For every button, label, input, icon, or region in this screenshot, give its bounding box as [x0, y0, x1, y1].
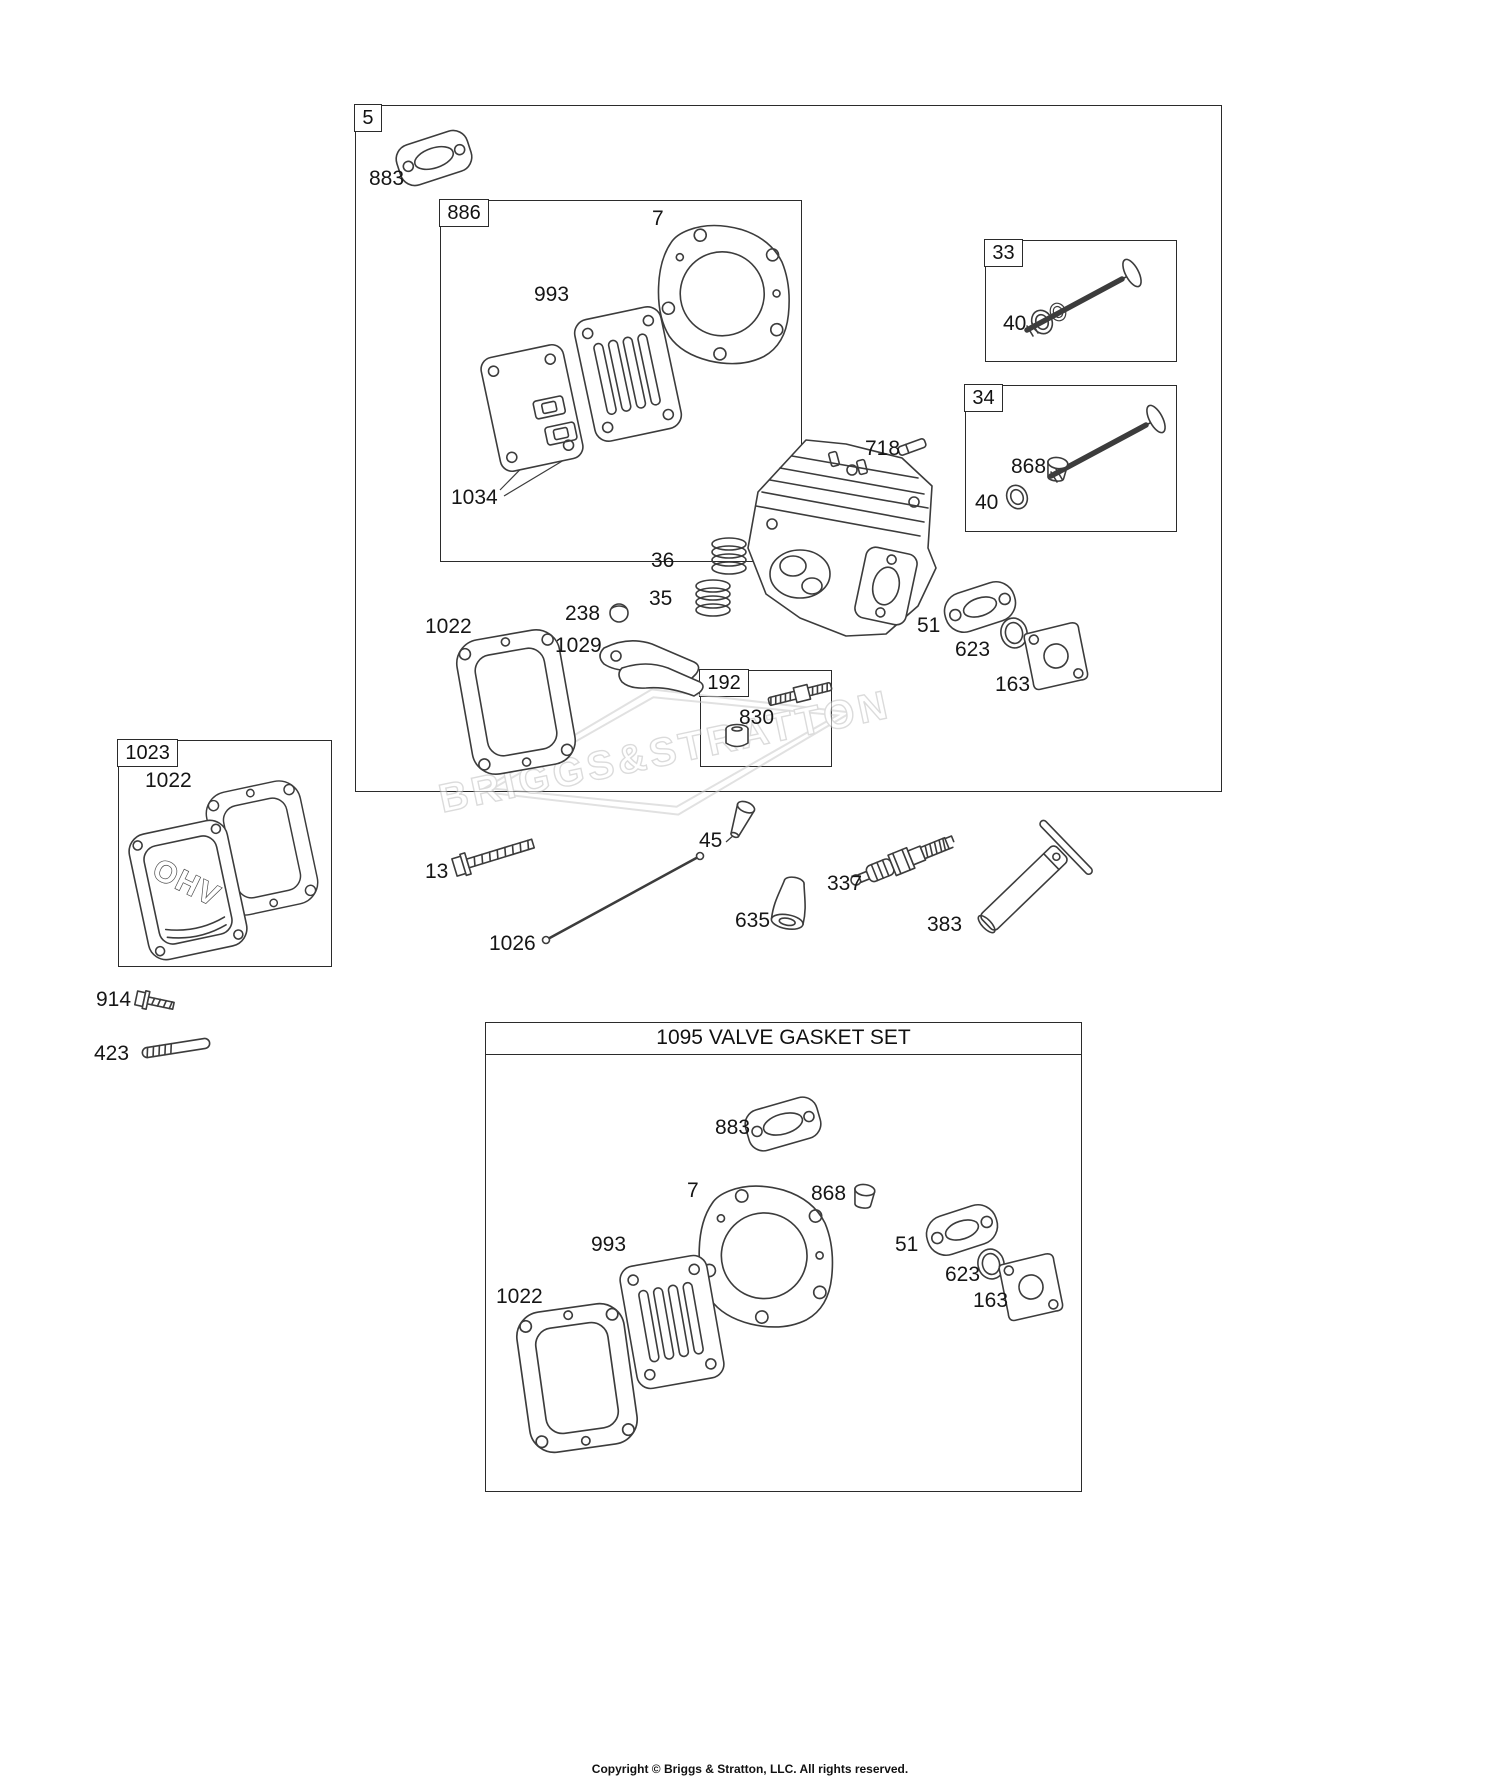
label-1022-cover: 1022 — [145, 769, 192, 792]
label-868-set: 868 — [811, 1182, 847, 1205]
label-36: 36 — [651, 549, 675, 572]
rocker-screw-830 — [767, 682, 833, 707]
label-423: 423 — [94, 1042, 130, 1065]
label-163-main: 163 — [995, 673, 1031, 696]
label-1022-set: 1022 — [496, 1285, 543, 1308]
spark-plug-337 — [850, 835, 955, 886]
label-383: 383 — [927, 913, 963, 936]
bolt-13 — [451, 838, 536, 877]
label-993-main: 993 — [534, 283, 570, 306]
rocker-arms-1029 — [599, 640, 704, 697]
label-40-intake: 40 — [1003, 312, 1027, 335]
label-163-set: 163 — [973, 1289, 1009, 1312]
group-box-34: 34 — [964, 384, 1177, 532]
label-40-exhaust: 40 — [975, 491, 999, 514]
label-868-exhaust: 868 — [1011, 455, 1047, 478]
label-914: 914 — [96, 988, 132, 1011]
exhaust-gasket-883 — [391, 125, 477, 191]
valve-spring-36 — [711, 537, 747, 575]
label-1022-main: 1022 — [425, 615, 472, 638]
set-valve-seal-868 — [851, 1182, 877, 1211]
valve-cover-1023: OHV — [128, 819, 248, 961]
label-51-set: 51 — [895, 1233, 919, 1256]
label-635: 635 — [735, 909, 771, 932]
label-830: 830 — [739, 706, 775, 729]
label-337: 337 — [827, 872, 863, 895]
group-box-5: 5 — [354, 104, 1222, 792]
group-box-886-label: 886 — [439, 199, 489, 228]
group-box-1095: 1095 VALVE GASKET SET — [485, 1022, 1082, 1492]
label-623-set: 623 — [945, 1263, 981, 1286]
rocker-nut-192 — [725, 723, 749, 748]
head-gasket-7 — [650, 219, 798, 371]
carb-gasket-163 — [1022, 620, 1090, 692]
push-rod-1026 — [541, 851, 705, 945]
dowel-pin-718 — [897, 438, 927, 456]
label-13: 13 — [425, 860, 449, 883]
label-51-main: 51 — [917, 614, 941, 637]
label-1034: 1034 — [451, 486, 498, 509]
exhaust-valve-34 — [1051, 403, 1169, 482]
spark-plug-wrench-383 — [977, 819, 1093, 934]
group-box-33: 33 — [984, 239, 1177, 362]
group-box-5-label: 5 — [354, 104, 382, 133]
label-993-set: 993 — [591, 1233, 627, 1256]
intake-valve-33 — [1027, 257, 1145, 336]
spark-plug-boot-635 — [770, 876, 806, 930]
group-box-1023: 1023 — [117, 739, 332, 967]
set-exhaust-gasket-883 — [740, 1092, 826, 1156]
gasket-set-title: 1095 VALVE GASKET SET — [486, 1023, 1081, 1055]
label-238: 238 — [565, 602, 601, 625]
stud-423 — [141, 1037, 211, 1059]
group-box-192: 192 — [699, 669, 832, 767]
label-718: 718 — [865, 437, 901, 460]
label-45: 45 — [699, 829, 723, 852]
label-623-main: 623 — [955, 638, 991, 661]
set-cover-gasket-1022 — [512, 1299, 642, 1457]
tappet-45 — [730, 800, 756, 839]
valve-retainer-40-exhaust — [1002, 481, 1032, 513]
valve-spring-35 — [695, 579, 731, 617]
group-box-33-label: 33 — [984, 239, 1023, 268]
label-35: 35 — [649, 587, 673, 610]
group-box-1023-label: 1023 — [117, 739, 178, 768]
label-1026: 1026 — [489, 932, 536, 955]
set-port-gasket-51 — [920, 1199, 1004, 1261]
port-gasket-51 — [938, 576, 1022, 638]
group-box-886: 886 — [439, 199, 802, 562]
label-1029: 1029 — [555, 634, 602, 657]
label-7-set: 7 — [687, 1179, 699, 1202]
rocker-plate-1034 — [480, 343, 584, 473]
cylinder-head — [747, 439, 937, 637]
label-7-main: 7 — [652, 207, 664, 230]
group-box-34-label: 34 — [964, 384, 1003, 413]
label-883-set: 883 — [715, 1116, 751, 1139]
valve-cap-238 — [609, 603, 629, 623]
label-883-main: 883 — [369, 167, 405, 190]
copyright-text: Copyright © Briggs & Stratton, LLC. All … — [591, 1762, 909, 1776]
bolt-914 — [133, 989, 175, 1011]
